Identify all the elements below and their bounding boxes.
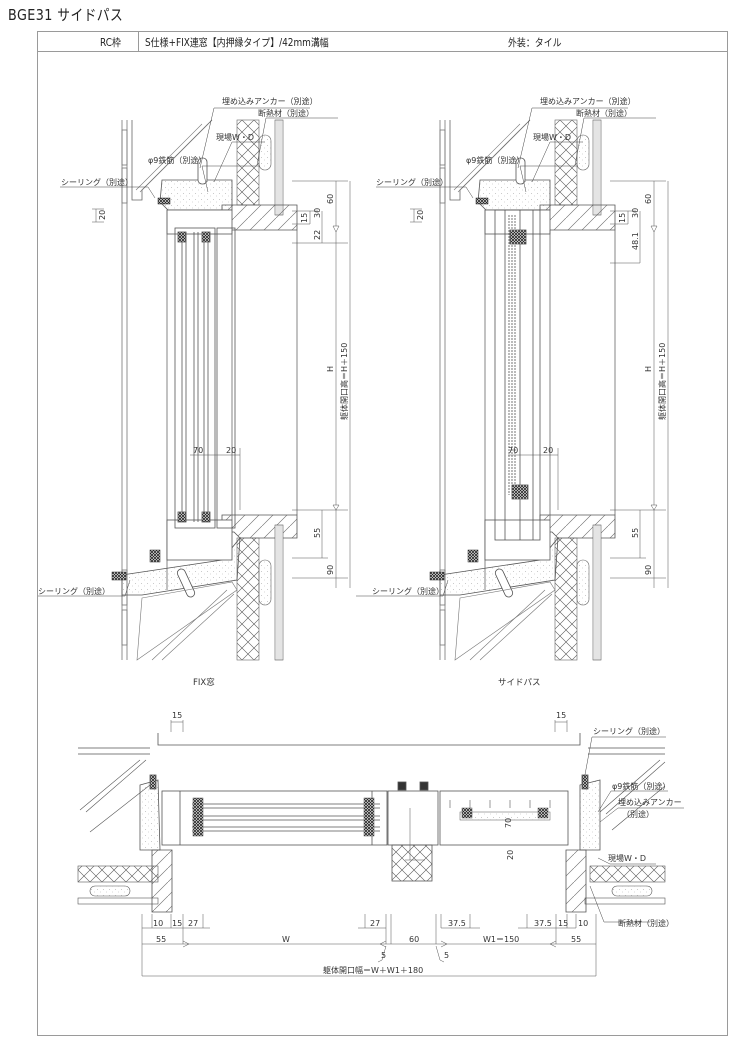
sidepath-sealing-top-label: シーリング（別途） — [376, 177, 448, 187]
sidepath-dim-15: 15 — [618, 213, 627, 223]
sidepath-sealing-bottom-label: シーリング（別途） — [372, 586, 444, 596]
fix-site-wd-label: 現場W・D — [216, 132, 254, 142]
header-divider — [138, 32, 139, 51]
fix-dim-20: 20 — [98, 210, 107, 220]
plan-dim-opening-width: 躯体開口幅＝W＋W1＋180 — [323, 965, 423, 975]
frame-type: RC枠 — [100, 37, 121, 49]
plan-dim-15-right: 15 — [558, 919, 568, 928]
fix-dim-h: H — [326, 366, 335, 372]
fix-dim-90: 90 — [326, 565, 335, 575]
fix-caption: FIX窓 — [193, 677, 215, 688]
fix-sealing-bottom-label: シーリング（別途） — [38, 586, 110, 596]
exterior-finish: 外装：タイル — [508, 37, 562, 49]
plan-dim-15-left: 15 — [172, 919, 182, 928]
sidepath-dim-opening-height: 躯体開口高＝H＋150 — [657, 343, 667, 420]
plan-dim-27-right: 27 — [370, 919, 380, 928]
sidepath-dim-48-1: 48.1 — [631, 232, 640, 250]
fix-dim-60: 60 — [326, 194, 335, 204]
plan-dim-w1: W1＝150 — [483, 935, 519, 944]
fix-dim-70: 70 — [193, 446, 203, 455]
sidepath-dim-h: H — [644, 366, 653, 372]
sidepath-caption: サイドパス — [498, 678, 541, 688]
sidepath-section-drawing — [429, 119, 616, 661]
fix-dimension-lines — [92, 180, 351, 588]
fix-dim-opening-height: 躯体開口高＝H＋150 — [339, 343, 349, 420]
plan-anchor-sub-label: （別途） — [622, 809, 654, 819]
drawing-title: BGE31 サイドパス — [8, 6, 124, 24]
sidepath-sash — [494, 209, 541, 541]
spec-text: S仕様+FIX連窓【内押縁タイプ】/42mm溝幅 — [145, 37, 329, 49]
plan-dim-70: 70 — [504, 818, 513, 828]
plan-dim-5-b: 5 — [444, 951, 449, 960]
plan-sealing-label: シーリング（別途） — [593, 726, 665, 736]
fix-dim-30: 30 — [313, 208, 322, 218]
sidepath-dim-20: 20 — [416, 210, 425, 220]
plan-dim-37-5-b: 37.5 — [534, 919, 552, 928]
fix-sealing-top-label: シーリング（別途） — [61, 177, 133, 187]
plan-dim-5-a: 5 — [381, 951, 386, 960]
plan-dim-left-15: 15 — [172, 711, 182, 720]
sidepath-dim-55: 55 — [631, 528, 640, 538]
fix-labels — [38, 107, 338, 597]
plan-dim-55-left: 55 — [156, 935, 166, 944]
fix-anchor-label: 埋め込みアンカー（別途） — [222, 96, 318, 106]
sidepath-labels — [356, 107, 656, 597]
sidepath-site-wd-label: 現場W・D — [533, 132, 571, 142]
plan-dim-10-right: 10 — [578, 919, 588, 928]
plan-dim-27-left: 27 — [188, 919, 198, 928]
sidepath-section — [429, 119, 616, 661]
fix-dim-15: 15 — [300, 213, 309, 223]
sidepath-dim-w20: 20 — [543, 446, 553, 455]
plan-insulation-label: 断熱材（別途） — [618, 918, 674, 928]
plan-leader-lines — [583, 736, 684, 923]
fix-glazing — [174, 227, 236, 529]
sidepath-insulation-label: 断熱材（別途） — [576, 108, 632, 118]
spec-header: RC枠 S仕様+FIX連窓【内押縁タイプ】/42mm溝幅 外装：タイル — [38, 32, 727, 52]
fix-insulation-label: 断熱材（別途） — [258, 108, 314, 118]
fix-section-drawing — [111, 119, 298, 661]
plan-dim-55-right: 55 — [571, 935, 581, 944]
plan-section — [77, 733, 666, 913]
plan-dim-20: 20 — [506, 850, 515, 860]
plan-dim-60: 60 — [409, 935, 419, 944]
fix-rebar-label: φ9鉄筋（別途） — [148, 155, 206, 165]
plan-rebar-label: φ9鉄筋（別途） — [612, 781, 670, 791]
sidepath-anchor-label: 埋め込みアンカー（別途） — [540, 96, 636, 106]
sidepath-dim-30: 30 — [631, 208, 640, 218]
plan-site-wd-label: 現場W・D — [608, 853, 646, 863]
fix-dim-55: 55 — [313, 528, 322, 538]
drawing-frame: RC枠 S仕様+FIX連窓【内押縁タイプ】/42mm溝幅 外装：タイル — [37, 31, 728, 1036]
fix-dim-22: 22 — [313, 230, 322, 240]
sidepath-dim-70: 70 — [508, 446, 518, 455]
plan-dim-w: W — [282, 935, 290, 944]
sidepath-dim-90: 90 — [644, 565, 653, 575]
sidepath-rebar-label: φ9鉄筋（別途） — [466, 155, 524, 165]
plan-dimension-lines — [141, 720, 597, 977]
plan-dim-10-left: 10 — [153, 919, 163, 928]
plan-dim-37-5-a: 37.5 — [448, 919, 466, 928]
sidepath-dim-60: 60 — [644, 194, 653, 204]
fix-dim-w20: 20 — [226, 446, 236, 455]
plan-dim-right-15: 15 — [556, 711, 566, 720]
sidepath-dimension-lines — [410, 180, 669, 588]
fix-window-section — [111, 119, 298, 661]
plan-anchor-label: 埋め込みアンカー — [618, 797, 682, 807]
